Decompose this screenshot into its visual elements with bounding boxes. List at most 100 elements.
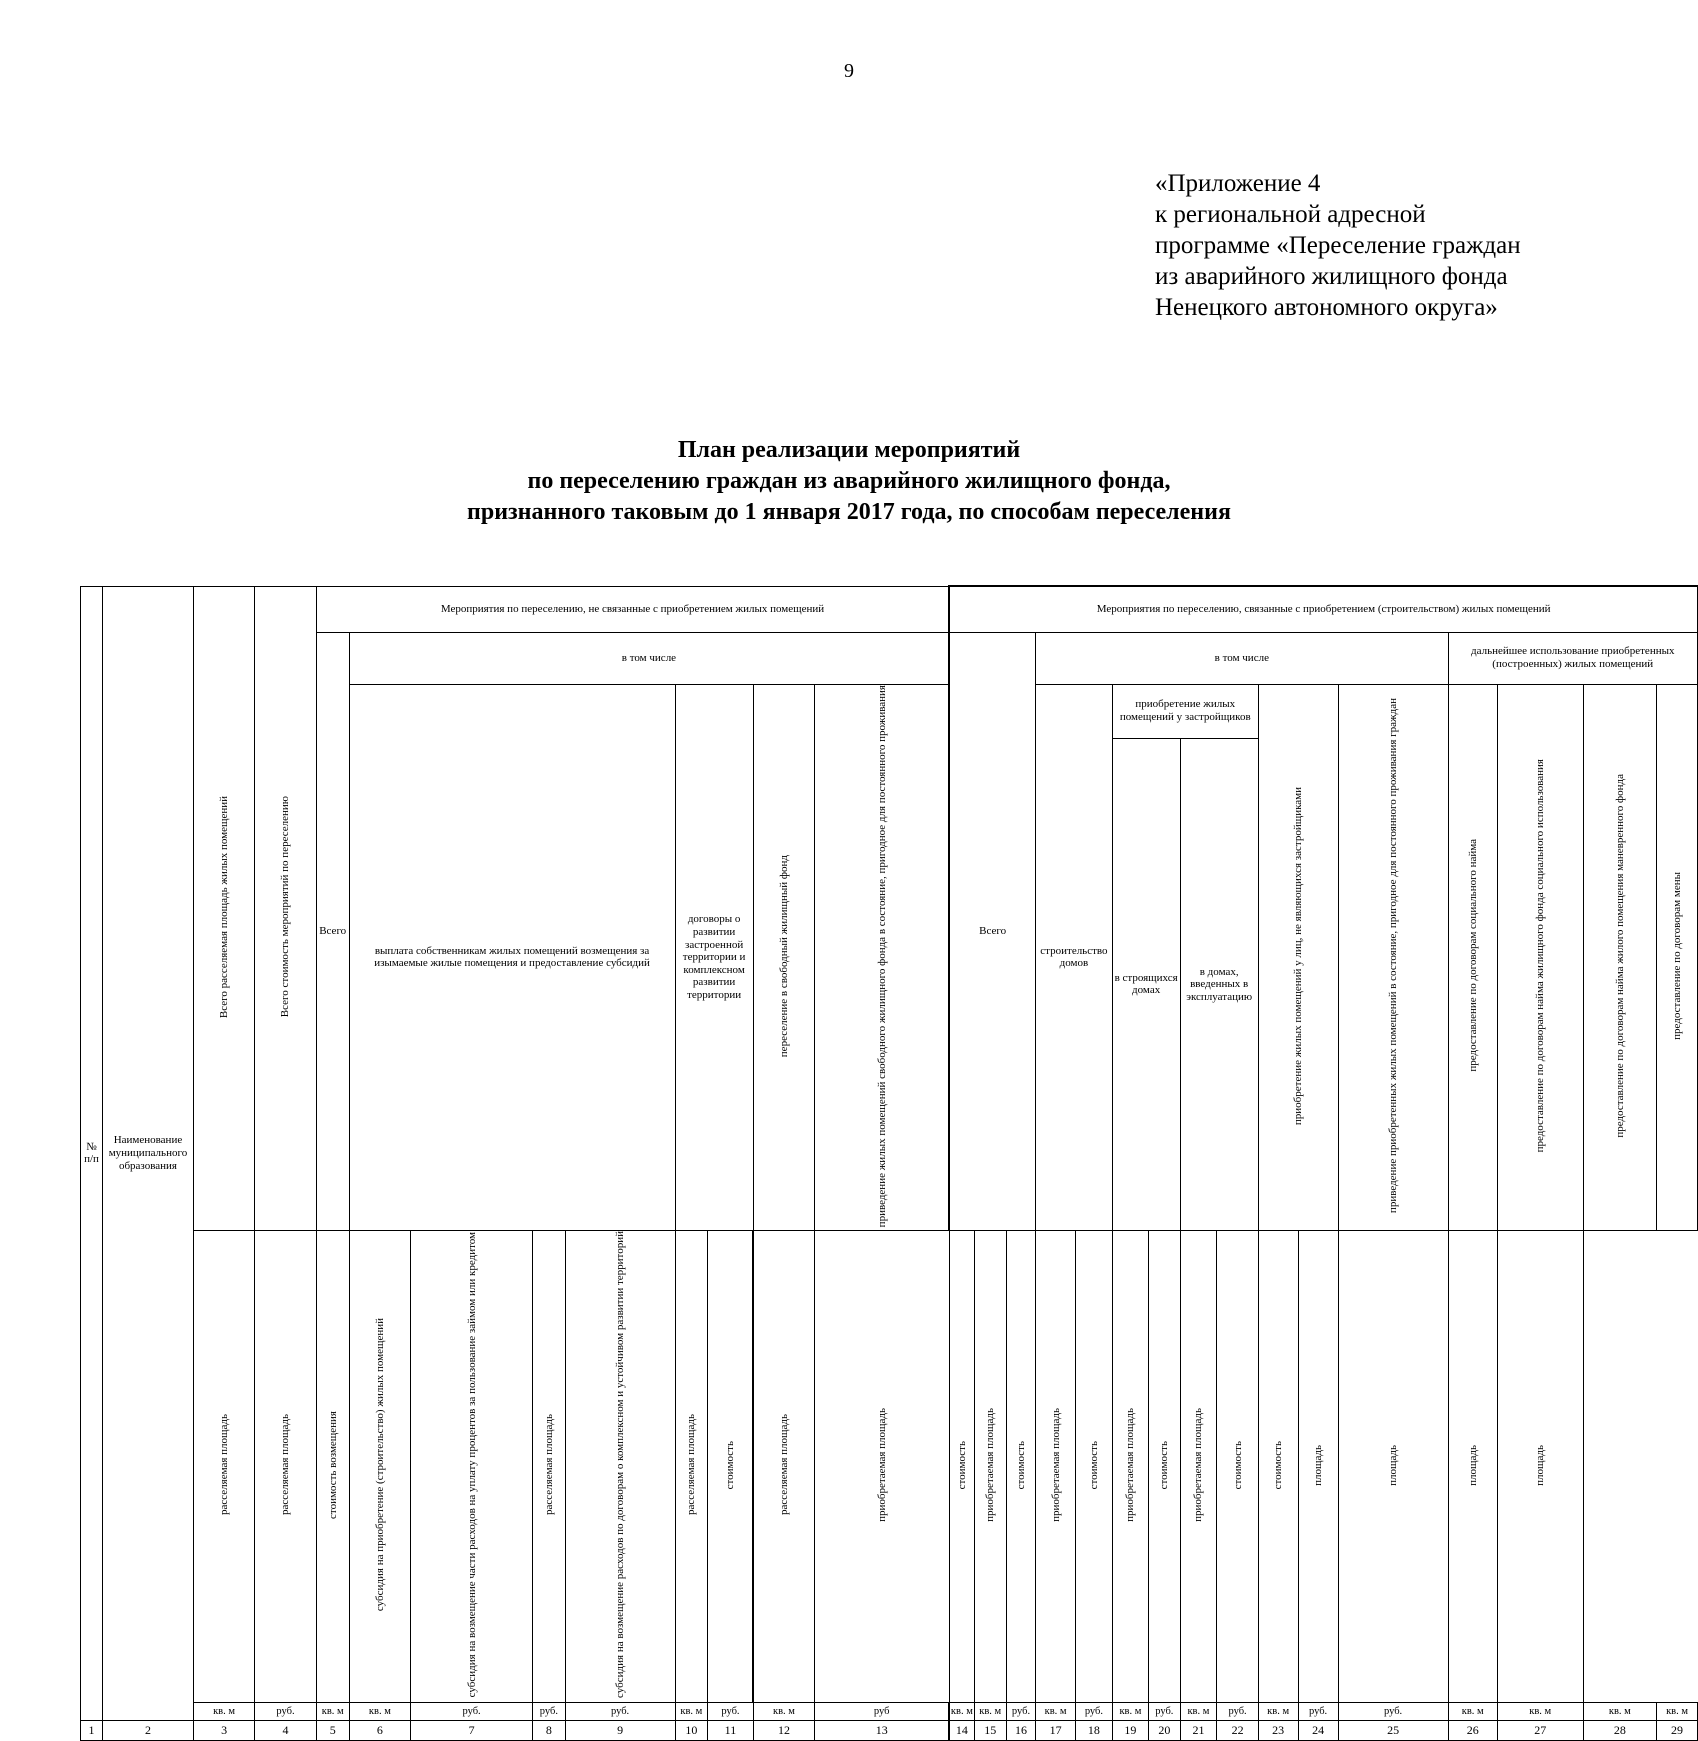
subheader-text: стоимость (1014, 1440, 1027, 1490)
appendix-line: Ненецкого автономного округа» (1155, 294, 1498, 321)
subheader-text: площадь (1312, 1444, 1325, 1486)
unit-col-14: кв. м (948, 1702, 975, 1722)
unit-col-29: кв. м (1656, 1702, 1698, 1722)
subheader-col-26: площадь (1297, 1230, 1339, 1704)
header-a-total-text: Всего (319, 925, 347, 938)
subheader-text: приобретаемая площадь (1124, 1407, 1137, 1522)
unit-col-27: кв. м (1496, 1702, 1584, 1722)
unit-col-17: кв. м (1035, 1702, 1077, 1722)
subheader-text: стоимость (1272, 1440, 1285, 1490)
unit-col-28: кв. м (1582, 1702, 1658, 1722)
subheader-col-8: субсидия на приобретение (строительство)… (348, 1230, 412, 1704)
header-b-dev-new: в строящихся домах (1111, 737, 1181, 1232)
unit-col-20: руб. (1148, 1702, 1181, 1722)
subheader-text: расселяемая площадь (279, 1414, 292, 1516)
page-number: 9 (844, 60, 854, 82)
title-line: План реализации мероприятий (677, 437, 1021, 463)
header-b-exchange: предоставление по договорам мены (1656, 683, 1698, 1232)
subheader-col-25: стоимость (1257, 1230, 1299, 1704)
unit-col-19: кв. м (1111, 1702, 1150, 1722)
unit-col-3: кв. м (192, 1702, 256, 1722)
header-b-dev-new-text: в строящихся домах (1114, 971, 1178, 997)
header-total-area: Всего расселяемая площадь жилых помещени… (192, 585, 256, 1232)
subheader-text: расселяемая площадь (218, 1414, 231, 1516)
header-total-cost-text: Всего стоимость мероприятий по переселен… (279, 796, 292, 1018)
column-number: 1 (79, 1720, 104, 1741)
header-no: № п/п (79, 585, 104, 1722)
subheader-col-10: расселяемая площадь (532, 1230, 566, 1704)
appendix-line: программе «Переселение граждан (1155, 232, 1521, 259)
column-number: 18 (1075, 1720, 1113, 1741)
subheader-text: площадь (1387, 1444, 1400, 1486)
header-a-including-text: в том числе (621, 651, 677, 664)
subheader-text: приобретаемая площадь (984, 1407, 997, 1522)
column-numbers-row: 1 2 3 4 5 6 7 8 9 10 11 12 13 14 15 16 1… (79, 1720, 1698, 1741)
subheader-text: субсидия на возмещение расходов по догов… (614, 1231, 627, 1699)
header-b-social-use: предоставление по договорам найма жилищн… (1496, 683, 1584, 1232)
subheader-text: стоимость (724, 1440, 737, 1490)
header-b-build: строительство домов (1035, 683, 1113, 1232)
subheader-text: стоимость (955, 1440, 968, 1490)
subheader-text: стоимость (1158, 1440, 1171, 1490)
header-b-bring-text: приведение приобретенных жилых помещений… (1387, 698, 1400, 1214)
unit-col-21: кв. м (1179, 1702, 1218, 1722)
column-number: 6 (348, 1720, 412, 1741)
subheader-col-27: площадь (1337, 1230, 1449, 1704)
subheader-col-13: стоимость (707, 1230, 754, 1704)
unit-col-15: кв. м (973, 1702, 1007, 1722)
subheader-col-20: стоимость (1075, 1230, 1113, 1704)
header-a-free-fund-text: переселение в свободный жилищный фонд (777, 854, 790, 1057)
header-municipality: Наименование муниципального образования (102, 585, 194, 1722)
subheader-col-22: стоимость (1148, 1230, 1181, 1704)
subheader-text: площадь (1466, 1444, 1479, 1486)
column-number: 16 (1005, 1720, 1037, 1741)
unit-col-25: руб. (1337, 1702, 1449, 1722)
column-number: 21 (1179, 1720, 1218, 1741)
column-number: 28 (1582, 1720, 1658, 1741)
unit-col-13: руб (814, 1702, 950, 1722)
unit-col-11: руб. (707, 1702, 754, 1722)
unit-col-5: кв. м (315, 1702, 350, 1722)
unit-col-12: кв. м (752, 1702, 816, 1722)
column-number: 20 (1148, 1720, 1181, 1741)
header-b-bring: приведение приобретенных жилых помещений… (1337, 683, 1449, 1232)
header-b-non-developers: приобретение жилых помещений у лиц, не я… (1257, 683, 1339, 1232)
header-b-total-text: Всего (979, 925, 1007, 938)
header-group-b-text: Мероприятия по переселению, связанные с … (1096, 602, 1551, 615)
column-number: 12 (752, 1720, 816, 1741)
column-number: 23 (1257, 1720, 1299, 1741)
document-title: План реализации мероприятий по переселен… (0, 435, 1698, 528)
header-a-payout-text: выплата собственникам жилых помещений во… (374, 944, 650, 970)
subheader-col-14: расселяемая площадь (752, 1230, 816, 1704)
subheader-col-24: стоимость (1216, 1230, 1259, 1704)
plan-table: № п/п Наименование муниципального образо… (79, 585, 1698, 1741)
column-number: 27 (1496, 1720, 1584, 1741)
subheader-text: площадь (1534, 1444, 1547, 1486)
column-number: 26 (1447, 1720, 1498, 1741)
header-a-total: Всего (315, 631, 350, 1232)
subheader-text: приобретаемая площадь (1192, 1407, 1205, 1522)
header-b-further-use-text: дальнейшее использование приобретенных (… (1471, 645, 1675, 670)
subheader-col-29: площадь (1496, 1230, 1584, 1704)
subheader-col-19: приобретаемая площадь (1035, 1230, 1077, 1704)
subheader-col-5: расселяемая площадь (192, 1230, 256, 1704)
header-b-build-text: строительство домов (1040, 944, 1108, 970)
header-group-a-text: Мероприятия по переселению, не связанные… (440, 602, 825, 615)
subheader-text: стоимость (1087, 1440, 1100, 1490)
subheader-text: расселяемая площадь (685, 1414, 698, 1516)
appendix-note: «Приложение 4 к региональной адресной пр… (1155, 168, 1521, 323)
unit-col-8: руб. (532, 1702, 566, 1722)
unit-col-10: кв. м (674, 1702, 709, 1722)
subheader-col-6: расселяемая площадь (254, 1230, 317, 1704)
subheader-col-15: приобретаемая площадь (814, 1230, 950, 1704)
column-number: 10 (674, 1720, 709, 1741)
subheader-col-17: приобретаемая площадь (973, 1230, 1007, 1704)
subheader-text: субсидия на возмещение части расходов на… (465, 1232, 478, 1698)
subheader-col-12: расселяемая площадь (674, 1230, 709, 1704)
header-a-bring: приведение жилых помещений свободного жи… (814, 683, 950, 1232)
column-number: 14 (948, 1720, 975, 1741)
header-group-acquisition: Мероприятия по переселению, связанные с … (948, 585, 1698, 633)
header-b-maneuver-text: предоставление по договорам найма жилого… (1613, 773, 1626, 1138)
unit-col-23: кв. м (1257, 1702, 1299, 1722)
subheader-col-18: стоимость (1005, 1230, 1037, 1704)
